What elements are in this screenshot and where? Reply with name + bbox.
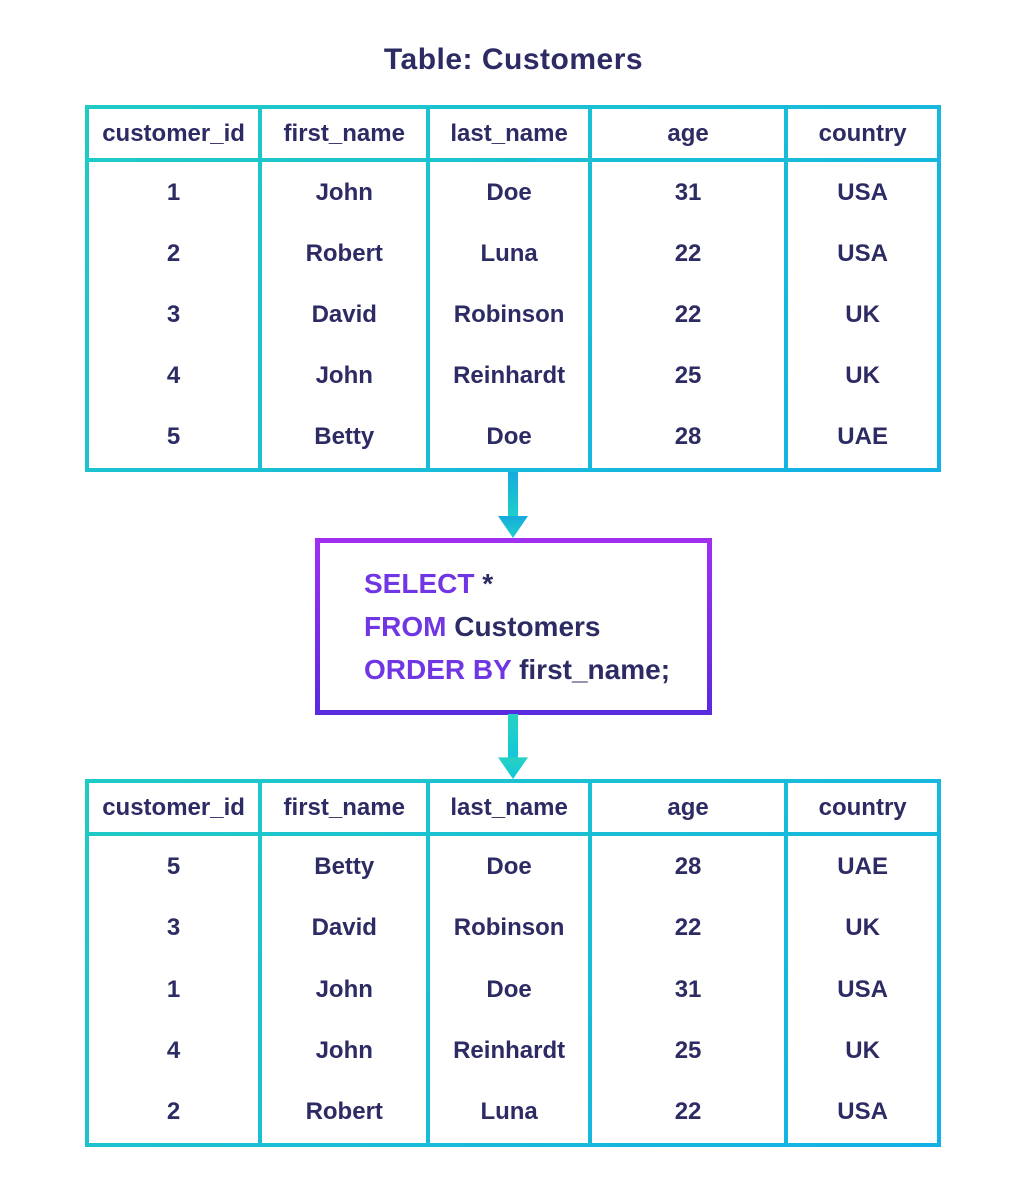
table-column-country: UAE UK USA UK USA: [788, 836, 937, 1143]
column-header-country: country: [788, 783, 937, 832]
table-cell: Luna: [480, 239, 538, 267]
table-cell: 22: [674, 1098, 702, 1126]
table-column-age: 31 22 22 25 28: [591, 162, 785, 468]
sql-query-line: ORDER BY first_name;: [364, 648, 707, 691]
column-header-age: age: [591, 109, 785, 158]
table-cell: Doe: [486, 423, 532, 451]
table-column-age: 28 22 31 25 22: [591, 836, 785, 1143]
column-header-first_name: first_name: [262, 109, 427, 158]
column-header-last_name: last_name: [430, 783, 588, 832]
sql-keyword: ORDER BY: [364, 654, 512, 685]
table-cell: 5: [166, 852, 181, 880]
column-header-first_name: first_name: [262, 783, 427, 832]
table-cell: 3: [166, 914, 181, 942]
table-cell: Betty: [314, 423, 375, 451]
table-column-country: USA USA UK UK UAE: [788, 162, 937, 468]
table-cell: David: [311, 914, 377, 942]
sql-query-line: SELECT *: [364, 562, 707, 605]
table-cell: 2: [166, 239, 181, 267]
table-cell: 31: [674, 975, 702, 1003]
column-header-customer_id: customer_id: [89, 109, 259, 158]
table-cell: 3: [166, 301, 181, 328]
column-header-customer_id: customer_id: [89, 783, 259, 832]
table-cell: 28: [674, 852, 702, 880]
table-cell: Robinson: [453, 914, 565, 942]
table-cell: Betty: [314, 852, 375, 880]
table-cell: USA: [837, 178, 888, 206]
table-cell: 5: [166, 423, 181, 451]
sql-keyword: FROM: [364, 611, 447, 642]
sql-text: Customers: [446, 611, 601, 642]
table-cell: Robert: [305, 239, 383, 267]
table-column-customer_id: 5 3 1 4 2: [89, 836, 259, 1143]
table-cell: USA: [837, 239, 888, 267]
sql-text: *: [474, 568, 494, 599]
table-cell: John: [315, 362, 373, 390]
table-cell: 2: [166, 1098, 181, 1126]
table-cell: UAE: [837, 852, 888, 880]
table-cell: John: [315, 178, 373, 206]
table-cell: USA: [837, 975, 888, 1003]
column-header-age: age: [591, 783, 785, 832]
table-column-customer_id: 1 2 3 4 5: [89, 162, 259, 468]
sql-query-line: FROM Customers: [364, 605, 707, 648]
table-cell: David: [311, 301, 377, 328]
arrow-down-icon: [498, 472, 528, 538]
column-header-country: country: [788, 109, 937, 158]
table-cell: Reinhardt: [453, 362, 566, 390]
sql-keyword: SELECT: [364, 568, 475, 599]
column-header-last_name: last_name: [430, 109, 588, 158]
table-cell: 22: [674, 239, 702, 267]
table-cell: Robert: [305, 1098, 383, 1126]
table-cell: USA: [837, 1098, 888, 1126]
table-cell: 4: [166, 1036, 181, 1064]
table-cell: UAE: [837, 423, 888, 451]
table-cell: UK: [845, 914, 880, 942]
table-cell: Reinhardt: [453, 1036, 566, 1064]
table-cell: 25: [674, 1036, 702, 1064]
table-cell: Doe: [486, 975, 532, 1003]
table-cell: UK: [845, 362, 880, 390]
table-cell: John: [315, 1036, 373, 1064]
table-cell: 22: [674, 301, 702, 328]
table-cell: 22: [674, 914, 702, 942]
table-cell: John: [315, 975, 373, 1003]
table-cell: 1: [166, 178, 181, 206]
sql-text: first_name;: [511, 654, 671, 685]
table-cell: Luna: [480, 1098, 538, 1126]
table-cell: UK: [845, 1036, 880, 1064]
diagram-title: Table: Customers: [383, 43, 644, 76]
table-cell: 31: [674, 178, 702, 206]
arrow-down-icon: [498, 714, 528, 779]
table-cell: Doe: [486, 852, 532, 880]
table-cell: 1: [166, 975, 181, 1003]
table-cell: 28: [674, 423, 702, 451]
table-cell: 4: [166, 362, 181, 390]
table-cell: Doe: [486, 178, 532, 206]
table-cell: UK: [845, 301, 880, 328]
table-cell: Robinson: [453, 301, 565, 328]
table-cell: 25: [674, 362, 702, 390]
